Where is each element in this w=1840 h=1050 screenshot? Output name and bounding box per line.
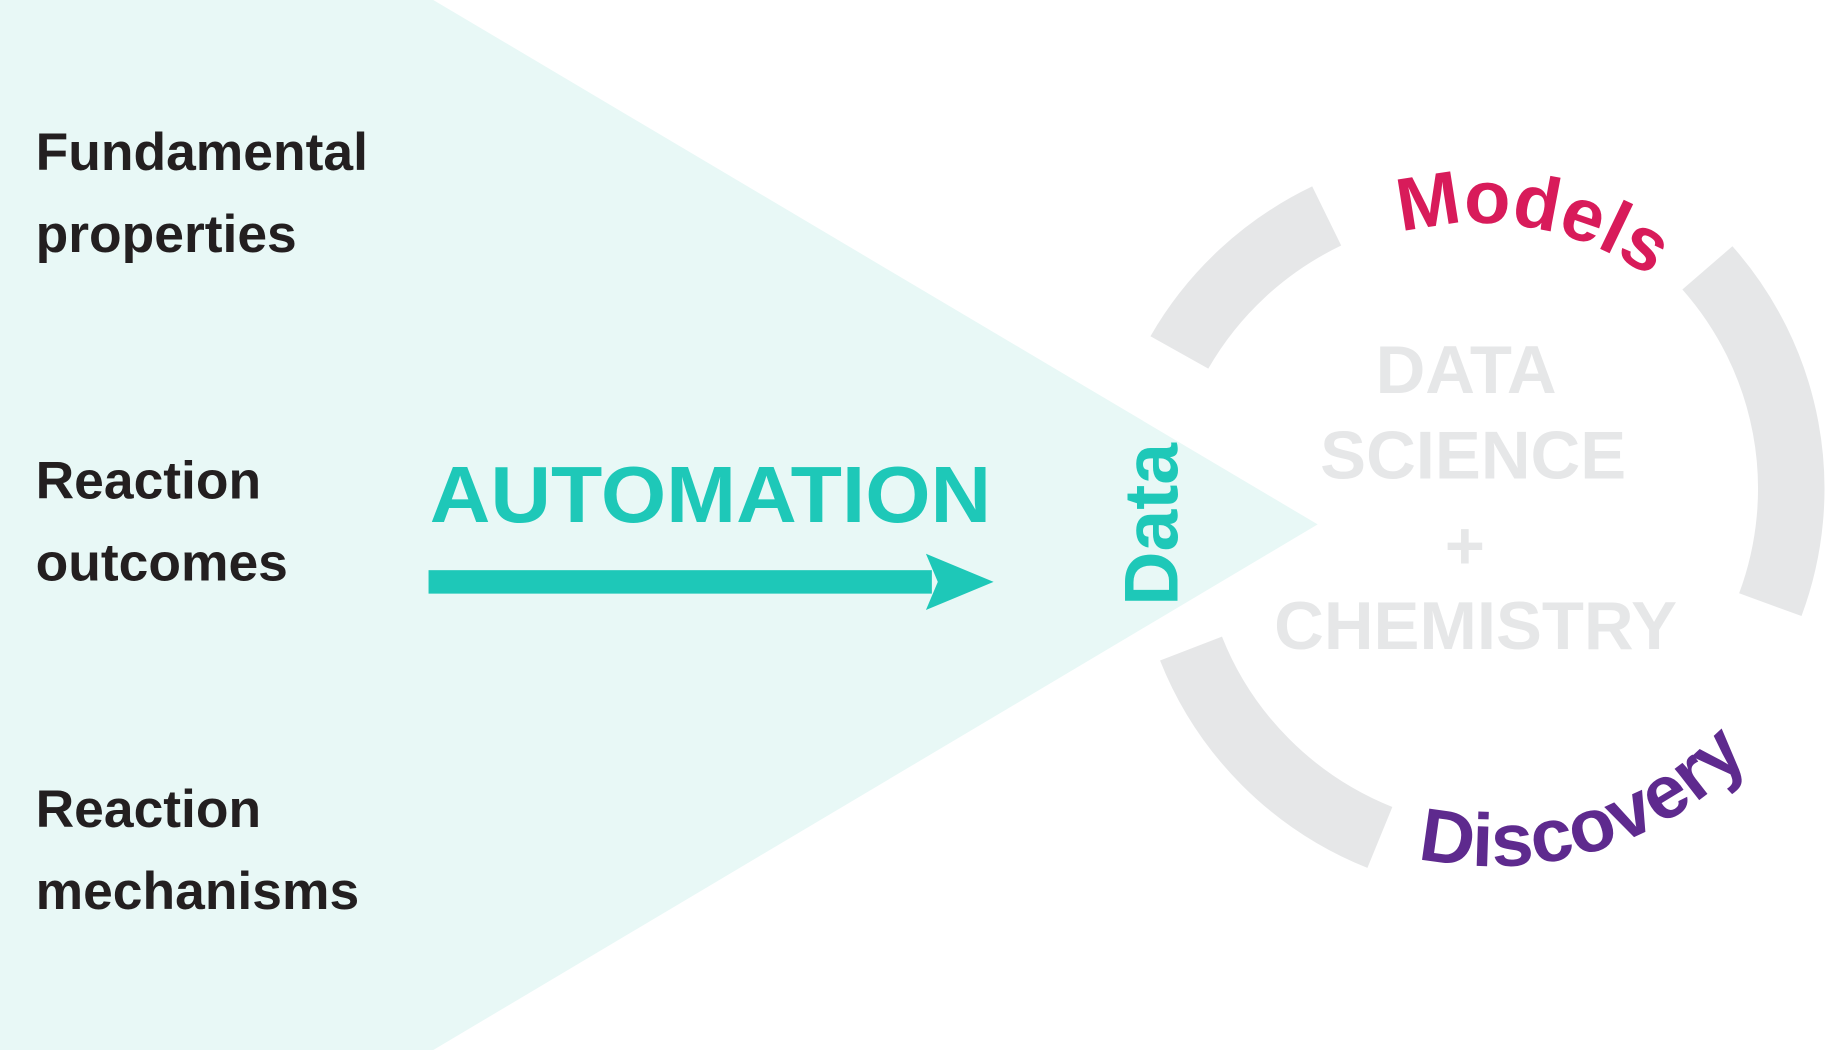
center-text-plus: + [1445,507,1485,584]
funnel-shape [0,0,1318,1050]
label-line: Reaction [36,452,262,511]
center-text-science: SCIENCE [1320,417,1626,494]
models-label: Models [1390,156,1686,292]
left-label-reaction-outcomes: Reaction outcomes [36,452,288,593]
discovery-label-text: Discovery [1415,709,1762,884]
data-label: Data [1110,442,1194,606]
center-text-chemistry: CHEMISTRY [1274,587,1677,664]
label-line: properties [36,206,297,265]
cycle-ring [1150,186,1825,868]
left-label-reaction-mechanisms: Reaction mechanisms [36,780,360,921]
label-line: outcomes [36,534,288,593]
automation-label: AUTOMATION [430,450,991,539]
label-line: Fundamental [36,123,368,182]
label-line: Reaction [36,780,262,839]
models-label-text: Models [1390,156,1686,292]
ring-arc-right [1682,246,1825,617]
discovery-label: Discovery [1415,709,1762,884]
arrow-right-icon [428,553,994,611]
label-line: mechanisms [36,862,360,921]
ring-arc-lower-left [1160,636,1393,868]
center-text-data: DATA [1376,331,1557,408]
left-label-fundamental-properties: Fundamental properties [36,123,368,264]
ring-arc-upper-left [1150,186,1342,370]
